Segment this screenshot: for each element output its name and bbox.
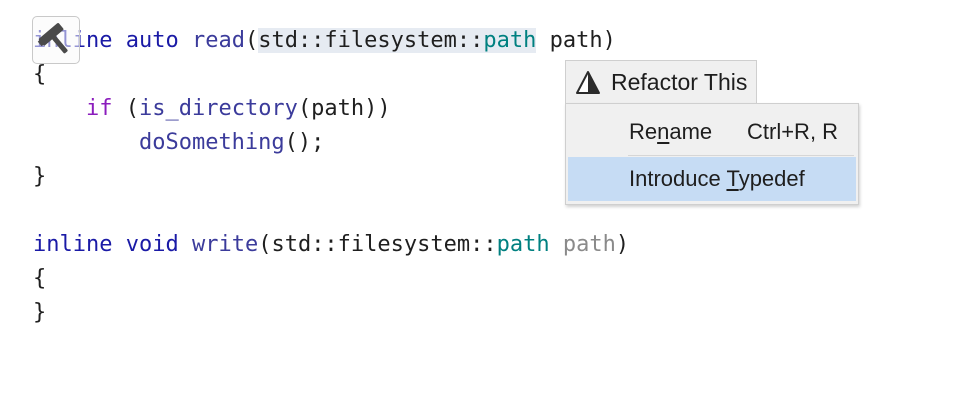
label-part: Introduce bbox=[629, 166, 727, 191]
punct: (); bbox=[284, 130, 325, 155]
function-name: doSomething bbox=[138, 130, 285, 155]
menu-item-introduce-typedef[interactable]: Introduce Typedef bbox=[568, 157, 856, 201]
punct: ( bbox=[125, 96, 139, 121]
menu-item-rename[interactable]: Rename Ctrl+R, R bbox=[568, 110, 856, 154]
param-name: path bbox=[549, 28, 603, 53]
code-line-2[interactable]: { bbox=[33, 62, 47, 87]
function-name: write bbox=[191, 232, 259, 257]
code-line-3[interactable]: if (is_directory(path)) bbox=[33, 92, 391, 126]
refactor-menu: Rename Ctrl+R, R Introduce Typedef bbox=[565, 103, 859, 205]
function-name: is_directory bbox=[138, 96, 298, 121]
keyword: auto bbox=[125, 28, 179, 53]
code-line-1[interactable]: inline auto read(std::filesystem::path p… bbox=[33, 24, 616, 58]
menu-item-label: Rename bbox=[629, 119, 712, 145]
punct: ( bbox=[258, 232, 272, 257]
selected-type: std::filesystem::path bbox=[258, 28, 537, 53]
keyword: if bbox=[85, 96, 113, 121]
label-part: Re bbox=[629, 119, 658, 144]
mnemonic: T bbox=[726, 166, 739, 191]
args: (path)) bbox=[297, 96, 391, 121]
code-line-7[interactable]: inline void write(std::filesystem::path … bbox=[33, 228, 629, 262]
hammer-icon[interactable] bbox=[32, 16, 80, 64]
menu-separator bbox=[628, 155, 854, 156]
code-line-9[interactable]: } bbox=[33, 300, 47, 325]
punct: ) bbox=[615, 232, 630, 257]
keyword: inline bbox=[33, 232, 113, 257]
code-line-4[interactable]: doSomething(); bbox=[33, 126, 324, 160]
menu-item-shortcut: Ctrl+R, R bbox=[747, 119, 839, 144]
code-line-5[interactable]: } bbox=[33, 164, 47, 189]
refactor-this-tab[interactable]: Refactor This bbox=[565, 60, 757, 104]
type-name: path bbox=[483, 28, 537, 53]
punct: ( bbox=[244, 28, 259, 53]
menu-item-label: Introduce Typedef bbox=[629, 166, 805, 192]
mnemonic: n bbox=[657, 119, 670, 144]
namespace: std::filesystem:: bbox=[258, 28, 484, 53]
function-name: read bbox=[191, 28, 245, 53]
hammer-icon-glyph bbox=[37, 23, 68, 54]
punct: ) bbox=[602, 28, 616, 53]
label-part: ypedef bbox=[738, 166, 805, 191]
param-name: path bbox=[562, 232, 616, 257]
refactor-this-label: Refactor This bbox=[611, 69, 748, 95]
keyword: void bbox=[125, 232, 179, 257]
namespace: std::filesystem:: bbox=[271, 232, 497, 257]
resharper-triangle-icon bbox=[575, 70, 601, 96]
label-part: ame bbox=[669, 119, 713, 144]
type-name: path bbox=[496, 232, 550, 257]
code-line-8[interactable]: { bbox=[33, 266, 47, 291]
